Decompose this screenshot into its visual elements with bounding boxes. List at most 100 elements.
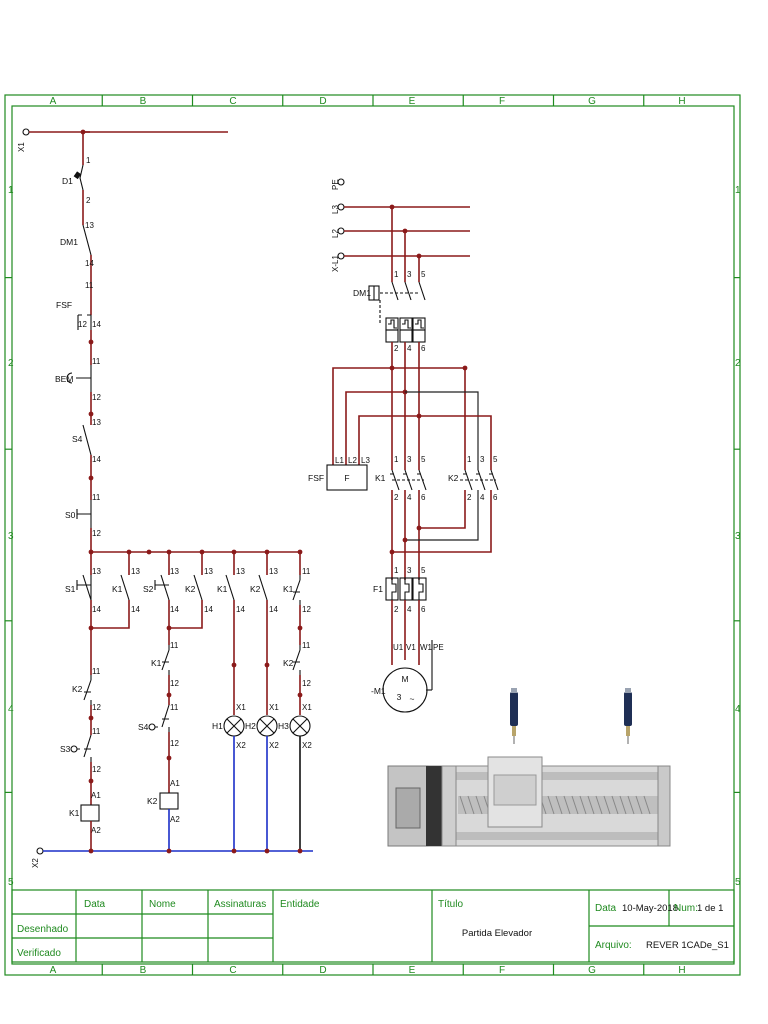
k2-seal-label: K2 (185, 584, 196, 594)
title-block: Data Nome Assinaturas Entidade Título Pa… (11, 889, 735, 963)
motor-m-label: M (401, 674, 408, 684)
s2-term-13: 13 (170, 567, 179, 576)
fsf-term-12: 12 (78, 320, 87, 329)
k2-lamp-contact-label: K2 (250, 584, 261, 594)
k2-interlock-term-12: 12 (92, 703, 101, 712)
motor-v1: V1 (406, 643, 416, 652)
s4-branch-term-12: 12 (170, 739, 179, 748)
lamp-h2-x1: X1 (269, 703, 279, 712)
pe-label: PE (331, 179, 340, 190)
s0-label: S0 (65, 510, 76, 520)
supply-x2-label: X2 (31, 858, 40, 868)
k1-coil-a2: A2 (91, 826, 101, 835)
col-label-bottom-f: F (499, 965, 505, 976)
col-label-bottom-e: E (409, 965, 416, 976)
s1-term-13: 13 (92, 567, 101, 576)
l2-label: L2 (331, 229, 340, 238)
k1-coil-a1: A1 (91, 791, 101, 800)
f1-term-3: 3 (407, 566, 412, 575)
col-label-top-h: H (678, 96, 685, 107)
fsf-power-label: FSF (308, 473, 324, 483)
motor-u1: U1 (393, 643, 404, 652)
s4-branch-term-11: 11 (170, 703, 179, 712)
row-label-left-3: 3 (8, 531, 14, 542)
col-label-top-c: C (229, 96, 236, 107)
s4-term-14: 14 (92, 455, 101, 464)
title-col-nome: Nome (149, 899, 176, 910)
title-col-data: Data (84, 899, 106, 910)
k1-lamp-contact-label: K1 (217, 584, 228, 594)
col-label-bottom-a: A (50, 965, 57, 976)
title-row-verificado: Verificado (17, 948, 61, 959)
k2-coil-label: K2 (147, 796, 158, 806)
dm1-power-term-3: 3 (407, 270, 412, 279)
k1-seal-term-14: 14 (131, 605, 140, 614)
fsf-phase-monitor (326, 464, 368, 491)
title-date-value: 10-May-2018 (622, 903, 678, 914)
f1-term-1: 1 (394, 566, 399, 575)
dm1-power-term-5: 5 (421, 270, 426, 279)
supply-x1-label: X1 (17, 142, 26, 152)
k1-coil (80, 804, 100, 822)
k2-coil-a2: A2 (170, 815, 180, 824)
k2-power-term-4: 4 (480, 493, 485, 502)
lamp-h2-label: H2 (245, 721, 256, 731)
title-num-value: 1 de 1 (697, 903, 723, 914)
dm1-power-term-2: 2 (394, 344, 399, 353)
row-label-right-2: 2 (735, 358, 741, 369)
supply-x2-terminal (36, 847, 44, 855)
linear-actuator-illustration (387, 688, 671, 847)
row-label-left-2: 2 (8, 358, 14, 369)
row-label-left-1: 1 (8, 185, 14, 196)
col-label-top-g: G (588, 96, 596, 107)
f1-term-4: 4 (407, 605, 412, 614)
k1-nc-lamp-term-12: 12 (302, 605, 311, 614)
k2-lamp-term-13: 13 (269, 567, 278, 576)
lamp-h2 (256, 715, 278, 737)
k2-power-term-6: 6 (493, 493, 498, 502)
k2-seal-term-14: 14 (204, 605, 213, 614)
k1-power-term-5: 5 (421, 455, 426, 464)
col-label-bottom-h: H (678, 965, 685, 976)
l1-label: X-L1 (331, 255, 340, 272)
title-arquivo-value: REVER 1CADe_S1 (646, 940, 729, 951)
s4-label: S4 (72, 434, 83, 444)
k2-power-term-1: 1 (467, 455, 472, 464)
title-date-label: Data (595, 903, 617, 914)
col-label-top-e: E (409, 96, 416, 107)
row-label-right-1: 1 (735, 185, 741, 196)
lamp-h1 (223, 715, 245, 737)
col-label-top-f: F (499, 96, 505, 107)
col-label-top-a: A (50, 96, 57, 107)
k1-coil-label: K1 (69, 808, 80, 818)
k1-interlock-term-12: 12 (170, 679, 179, 688)
k2-power-term-5: 5 (493, 455, 498, 464)
k1-interlock-term-11: 11 (170, 641, 179, 650)
k1-seal-term-13: 13 (131, 567, 140, 576)
k2-power-term-3: 3 (480, 455, 485, 464)
k2-contactor-main (460, 469, 499, 491)
fsf-box-label: F (344, 473, 349, 483)
dm1-power-term-1: 1 (394, 270, 399, 279)
d1-term-2: 2 (86, 196, 91, 205)
title-arquivo-label: Arquivo: (595, 940, 632, 951)
power-circuit: PE L3 L2 X-L1 1 3 5 (308, 178, 499, 713)
fsf-l2: L2 (348, 456, 357, 465)
s3-label: S3 (60, 744, 71, 754)
dm1-term-14: 14 (85, 259, 94, 268)
s3-term-11: 11 (92, 727, 101, 736)
lamp-h3 (289, 715, 311, 737)
col-label-bottom-g: G (588, 965, 596, 976)
lamp-h3-label: H3 (278, 721, 289, 731)
k1-power-term-4: 4 (407, 493, 412, 502)
motor-phase-label: 3 (397, 692, 402, 702)
k2-power-term-2: 2 (467, 493, 472, 502)
f1-overload-relay (385, 577, 427, 601)
dm1-power-term-4: 4 (407, 344, 412, 353)
k2-interlock-term-11: 11 (92, 667, 101, 676)
fsf-term-11: 11 (85, 281, 94, 290)
s1-label: S1 (65, 584, 76, 594)
k1-power-term-1: 1 (394, 455, 399, 464)
s2-term-14: 14 (170, 605, 179, 614)
dm1-power-term-6: 6 (421, 344, 426, 353)
